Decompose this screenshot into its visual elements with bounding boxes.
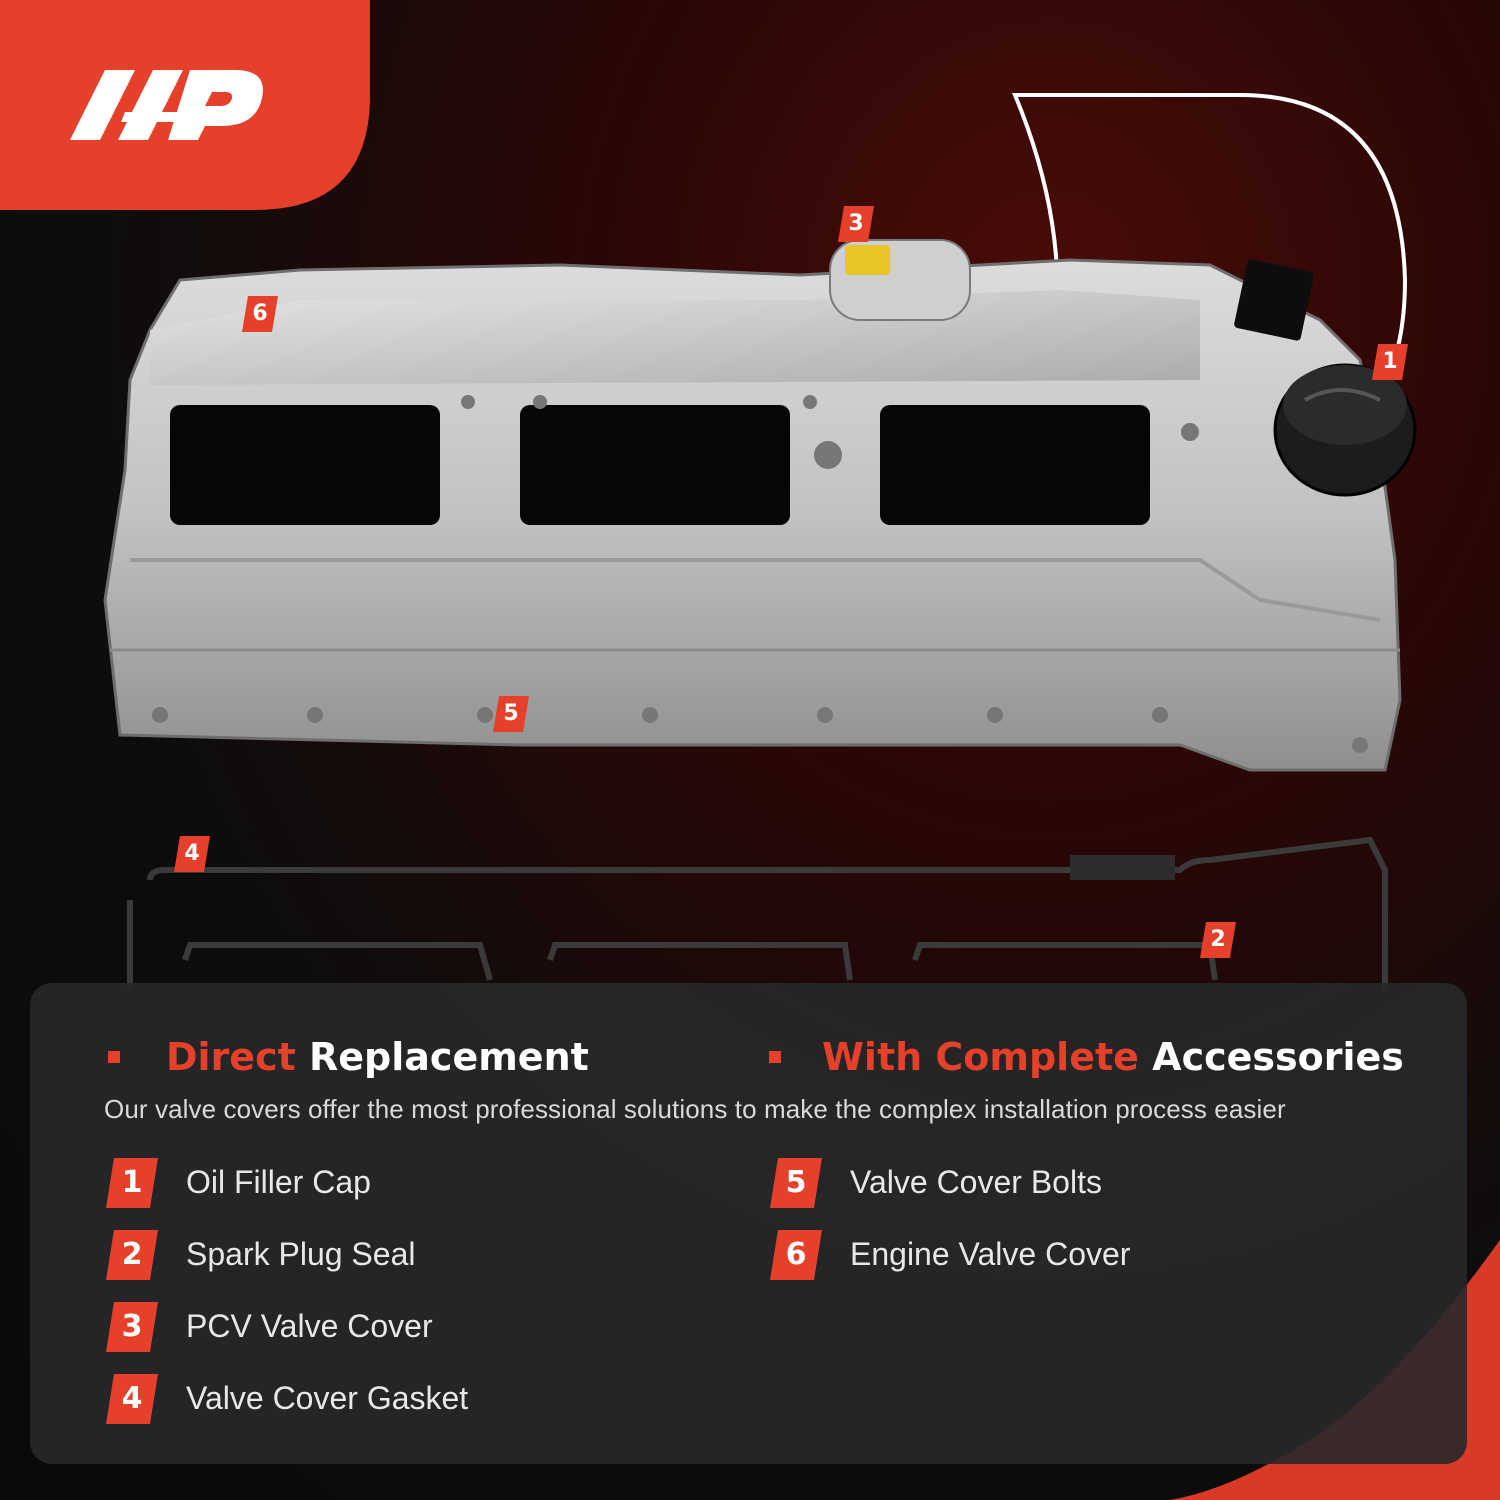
part-number-badge: 4 (106, 1374, 158, 1424)
feature-heading-right-white: Accessories (1152, 1035, 1404, 1079)
callout-badge-6: 6 (242, 296, 278, 332)
part-label: Oil Filler Cap (186, 1164, 371, 1200)
callout-badge-2: 2 (1200, 922, 1236, 958)
valve-cover-illustration (103, 239, 1417, 990)
callout-badge-5: 5 (493, 696, 529, 732)
part-label: PCV Valve Cover (186, 1308, 433, 1344)
part-number-badge: 2 (106, 1230, 158, 1280)
callout-badge-1: 1 (1372, 344, 1408, 380)
brand-logo (0, 0, 370, 210)
part-number-badge: 5 (770, 1158, 822, 1208)
part-number-badge: 3 (106, 1302, 158, 1352)
feature-heading-left-white: Replacement (309, 1035, 589, 1079)
part-label: Spark Plug Seal (186, 1236, 416, 1272)
part-label: Valve Cover Gasket (186, 1380, 469, 1416)
part-number-badge: 6 (770, 1230, 822, 1280)
feature-heading-left-red: Direct (166, 1035, 296, 1079)
part-label: Valve Cover Bolts (850, 1164, 1102, 1200)
callout-badge-4: 4 (174, 836, 210, 872)
info-panel (30, 983, 1467, 1464)
callout-badge-3: 3 (838, 206, 874, 242)
feature-heading-right-red: With Complete (822, 1035, 1139, 1079)
part-number-badge: 1 (106, 1158, 158, 1208)
feature-subtitle: Our valve covers offer the most professi… (104, 1094, 1286, 1124)
bullet-left (108, 1051, 120, 1063)
logo-mark (70, 70, 263, 140)
part-label: Engine Valve Cover (850, 1236, 1131, 1272)
bullet-right (769, 1051, 781, 1063)
feature-heading-left: Direct Replacement (166, 1035, 589, 1079)
feature-heading-right: With Complete Accessories (822, 1035, 1404, 1079)
